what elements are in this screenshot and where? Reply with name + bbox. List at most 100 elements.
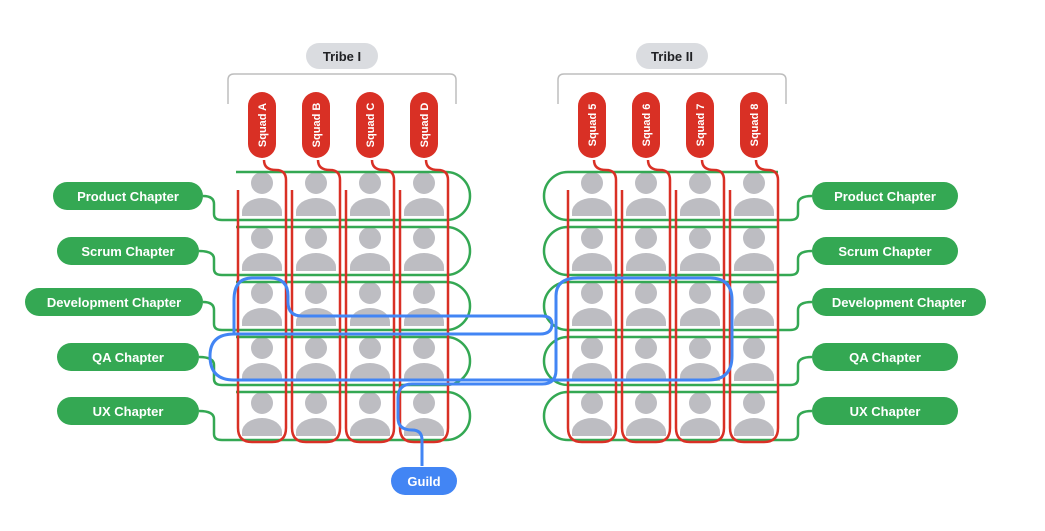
- chapter-label-text: Product Chapter: [77, 189, 179, 204]
- chapter-outline: [198, 390, 472, 442]
- squad-label: Squad 6: [632, 92, 660, 158]
- guild-label: Guild: [391, 467, 457, 495]
- person-icon: [734, 392, 774, 436]
- product-chapter-label-right: Product Chapter: [812, 182, 958, 210]
- person-icon: [350, 227, 390, 271]
- tribe-2-label: Tribe II: [636, 43, 708, 69]
- tribe-label: Tribe II: [651, 49, 693, 64]
- tribe-bracket: [227, 73, 457, 104]
- person-icon: [734, 227, 774, 271]
- person-icon: [404, 172, 444, 216]
- ux-chapter-label-left: UX Chapter: [57, 397, 199, 425]
- ux-chapter-label-right: UX Chapter: [812, 397, 958, 425]
- person-icon: [734, 172, 774, 216]
- tribe-brackets: [227, 73, 787, 104]
- person-icon: [572, 282, 612, 326]
- squad-label-text: Squad 7: [695, 104, 707, 147]
- labels: Tribe I Tribe II Squad A Squad B Squad C Squa…: [25, 43, 986, 495]
- person-icon: [350, 392, 390, 436]
- chapter-label-text: Development Chapter: [832, 295, 966, 310]
- person-icon: [626, 337, 666, 381]
- person-icon: [404, 282, 444, 326]
- qa-chapter-label-left: QA Chapter: [57, 343, 199, 371]
- person-icon: [296, 172, 336, 216]
- squad-label-text: Squad B: [311, 103, 323, 148]
- person-icon: [296, 227, 336, 271]
- chapter-outline: [542, 390, 813, 442]
- person-icon: [626, 282, 666, 326]
- squad-label: Squad 5: [578, 92, 606, 158]
- squad-outline: [290, 159, 342, 444]
- person-icon: [242, 227, 282, 271]
- development-chapter-label-left: Development Chapter: [25, 288, 203, 316]
- squad-outline: [344, 159, 396, 444]
- squad-label: Squad D: [410, 92, 438, 158]
- person-icon: [626, 392, 666, 436]
- person-icon: [296, 337, 336, 381]
- person-icon: [572, 392, 612, 436]
- person-icon: [572, 172, 612, 216]
- tribe-1-label: Tribe I: [306, 43, 378, 69]
- tribe-label: Tribe I: [323, 49, 361, 64]
- person-icon: [680, 337, 720, 381]
- person-icon: [626, 172, 666, 216]
- qa-chapter-label-right: QA Chapter: [812, 343, 958, 371]
- squad-label: Squad 8: [740, 92, 768, 158]
- squad-label: Squad C: [356, 92, 384, 158]
- person-icon: [350, 337, 390, 381]
- product-chapter-label-left: Product Chapter: [53, 182, 203, 210]
- chapter-label-text: Scrum Chapter: [81, 244, 174, 259]
- person-icon: [572, 337, 612, 381]
- guild-outline: [208, 276, 734, 466]
- person-icon: [242, 392, 282, 436]
- chapter-label-text: Product Chapter: [834, 189, 936, 204]
- chapter-label-text: Scrum Chapter: [838, 244, 931, 259]
- person-icon: [680, 227, 720, 271]
- person-icon: [734, 337, 774, 381]
- chapter-outline: [202, 280, 472, 332]
- squad-label: Squad A: [248, 92, 276, 158]
- squad-outline: [674, 159, 726, 444]
- chapter-label-text: UX Chapter: [93, 404, 164, 419]
- person-icon: [680, 392, 720, 436]
- squad-outline: [728, 159, 780, 444]
- chapter-label-text: QA Chapter: [849, 350, 921, 365]
- person-icon: [350, 282, 390, 326]
- person-icon: [626, 227, 666, 271]
- person-icon: [242, 172, 282, 216]
- person-icon: [296, 282, 336, 326]
- person-icon: [680, 282, 720, 326]
- chapter-label-text: QA Chapter: [92, 350, 164, 365]
- guild-label-text: Guild: [407, 474, 440, 489]
- person-icon: [404, 337, 444, 381]
- scrum-chapter-label-right: Scrum Chapter: [812, 237, 958, 265]
- chapter-outline: [202, 170, 472, 222]
- person-icon: [350, 172, 390, 216]
- squad-label-text: Squad D: [419, 103, 431, 148]
- person-icon: [572, 227, 612, 271]
- person-icon: [734, 282, 774, 326]
- squad-label: Squad 7: [686, 92, 714, 158]
- person-icon: [680, 172, 720, 216]
- squad-label-text: Squad 8: [749, 104, 761, 147]
- development-chapter-label-right: Development Chapter: [812, 288, 986, 316]
- chapter-label-text: Development Chapter: [47, 295, 181, 310]
- chapter-label-text: UX Chapter: [850, 404, 921, 419]
- person-icon: [404, 227, 444, 271]
- person-icon: [296, 392, 336, 436]
- squad-label-text: Squad 6: [641, 104, 653, 147]
- squad-label-text: Squad 5: [587, 104, 599, 147]
- squad-outline: [620, 159, 672, 444]
- squad-outline: [398, 159, 450, 444]
- squad-outline: [236, 159, 288, 444]
- squad-outline: [566, 159, 618, 444]
- tribe-bracket: [557, 73, 787, 104]
- squad-label-text: Squad C: [365, 103, 377, 148]
- squad-outlines: [236, 159, 780, 444]
- person-icon: [242, 337, 282, 381]
- person-icon: [242, 282, 282, 326]
- guild-outline-path: [208, 276, 734, 466]
- member-grid: [242, 172, 774, 436]
- scrum-chapter-label-left: Scrum Chapter: [57, 237, 199, 265]
